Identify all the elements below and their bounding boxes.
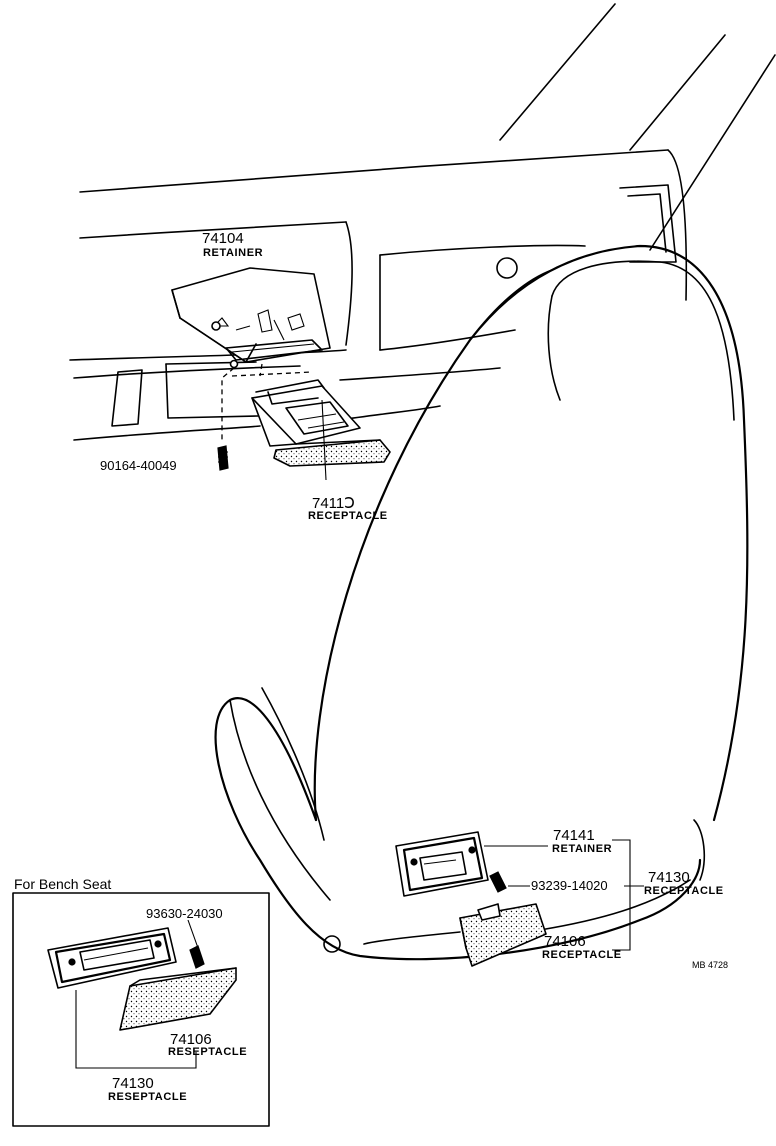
label-74110-number: 7411Ↄ [312, 495, 355, 512]
ashtray-receptacle-74110 [251, 379, 391, 467]
inset-frame [12, 892, 270, 1127]
label-93239-14020: 93239-14020 [531, 878, 608, 893]
label-90164-40049: 90164-40049 [100, 458, 177, 473]
inset-retainer [47, 927, 177, 989]
seat [214, 244, 749, 961]
label-74141-number: 74141 [553, 827, 595, 844]
inset-screw-93630-24030 [187, 919, 205, 969]
inset-label-74130-name: RESEPTACLE [108, 1091, 187, 1103]
screw-90164-40049 [217, 363, 313, 471]
label-74104-name: RETAINER [203, 247, 263, 259]
vehicle-body-outline [69, 3, 776, 441]
label-74130-number: 74130 [648, 869, 690, 886]
upper-retainer-74104 [171, 267, 331, 369]
seat-retainer-74141 [395, 831, 489, 897]
inset-label-74130-number: 74130 [112, 1075, 154, 1092]
bench-seat-inset: For Bench Seat 93630-24030 74106 RESEPTA… [12, 876, 270, 1127]
label-74110-name: RECEPTACLE [308, 510, 388, 522]
label-74104-number: 74104 [202, 230, 244, 247]
inset-receptacle [119, 967, 237, 1031]
inset-label-74106-name: RESEPTACLE [168, 1046, 247, 1058]
screw-93239-14020 [489, 871, 507, 893]
drawing-code: MB 4728 [692, 960, 728, 970]
seat-receptacle-74106 [459, 903, 547, 967]
label-74106-name: RECEPTACLE [542, 949, 622, 961]
inset-label-74106-number: 74106 [170, 1031, 212, 1048]
inset-label-93630-24030: 93630-24030 [146, 906, 223, 921]
label-74141-name: RETAINER [552, 843, 612, 855]
leader-lines [321, 399, 644, 951]
label-74130-name: RECEPTACLE [644, 885, 724, 897]
label-74106-number: 74106 [544, 933, 586, 950]
inset-title: For Bench Seat [14, 876, 111, 892]
